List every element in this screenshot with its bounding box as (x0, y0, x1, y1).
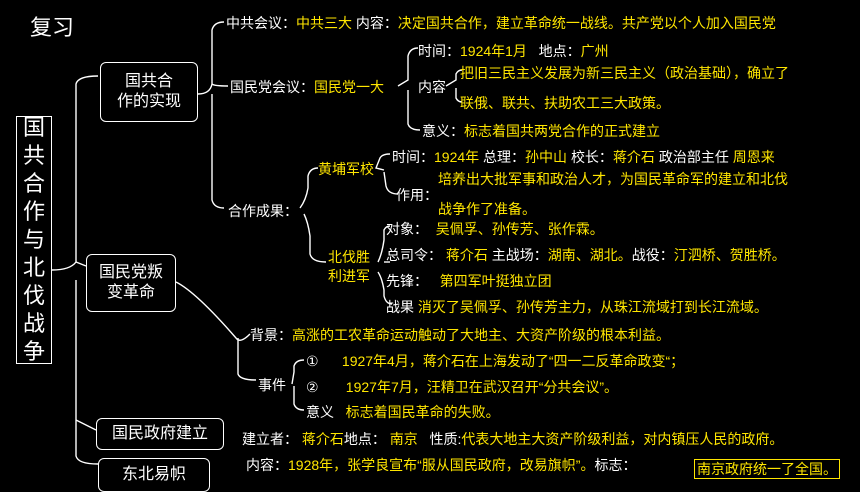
gov-founder: 蒋介石 (301, 431, 344, 447)
kmt-meaning-label: 意义： (422, 123, 464, 139)
main-topic-char: 合 (22, 171, 45, 196)
realization-box: 国共合 作的实现 (100, 62, 198, 122)
event2-num: ② (306, 379, 319, 395)
kmt-content-label: 内容 (418, 79, 446, 95)
expedition-outcome-label: 战果 (386, 299, 414, 315)
main-topic-char: 作 (22, 199, 45, 224)
ccp-value: 中共三大 (296, 15, 352, 31)
expedition-battlefield: 湖南、湖北。 (547, 247, 632, 263)
whampoa-effect-label: 作用： (396, 187, 438, 203)
expedition-target: 吴佩孚、孙传芳、张作霖。 (435, 221, 604, 237)
main-topic-box: 国 共 合 作 与 北 伐 战 争 (16, 115, 52, 364)
gov-place: 南京 (389, 431, 418, 447)
expedition-name: 北伐胜 利进军 (328, 249, 370, 284)
northeast-box: 东北易帜 (98, 458, 210, 492)
kmt-time: 1924年1月 (460, 43, 527, 59)
event2: 1927年7月，汪精卫在武汉召开“分共会议”。 (345, 379, 619, 395)
northeast-sign-label: 标志： (594, 457, 637, 473)
whampoa-time-label: 时间： (392, 149, 434, 165)
kmt-content-line1: 把旧三民主义发展为新三民主义（政治基础），确立了 (460, 65, 789, 81)
betrayal-background-label: 背景： (250, 327, 292, 343)
whampoa-president: 孙中山 (525, 149, 568, 165)
main-topic-char: 共 (22, 143, 45, 168)
ccp-content-label: 内容： (355, 15, 398, 31)
whampoa-principal: 蒋介石 (612, 149, 655, 165)
gov-nature-label: 性质: (429, 431, 462, 447)
kmt-time-label: 时间： (418, 43, 460, 59)
gov-nature: 代表大地主大资产阶级利益，对内镇压人民的政府。 (461, 431, 784, 447)
expedition-commander: 蒋介石 (445, 247, 488, 263)
main-topic-char: 争 (22, 339, 45, 364)
betrayal-events-label: 事件 (258, 377, 286, 393)
betrayal-background: 高涨的工农革命运动触动了大地主、大资产阶级的根本利益。 (292, 327, 670, 343)
betrayal-meaning-label: 意义 (306, 404, 334, 420)
ccp-label: 中共会议： (226, 15, 296, 31)
expedition-battles: 汀泗桥、贺胜桥。 (673, 247, 786, 263)
kmt-content-line2: 联俄、联共、扶助农工三大政策。 (460, 95, 670, 111)
event1: 1927年4月，蒋介石在上海发动了“四一二反革命政变“； (341, 353, 685, 369)
expedition-target-label: 对象： (386, 221, 428, 237)
expedition-vanguard: 第四军叶挺独立团 (439, 273, 552, 289)
event1-num: ① (306, 353, 319, 369)
whampoa-director: 周恩来 (732, 149, 775, 165)
main-topic-char: 国 (22, 115, 45, 140)
expedition-vanguard-label: 先锋： (386, 273, 428, 289)
results-label: 合作成果： (228, 203, 298, 219)
whampoa-president-label: 总理： (483, 149, 526, 165)
northeast-content: 1928年，张学良宣布“服从国民政府，改易旗帜”。 (288, 457, 595, 473)
expedition-outcome: 消灭了吴佩孚、孙传芳主力，从珠江流域打到长江流域。 (417, 299, 768, 315)
whampoa-effect-line1: 培养出大批军事和政治人才，为国民革命军的建立和北伐 (438, 171, 788, 187)
betrayal-box: 国民党叛 变革命 (86, 254, 176, 312)
kmt-meaning: 标志着国共两党合作的正式建立 (464, 123, 660, 139)
whampoa-name: 黄埔军校 (318, 161, 374, 177)
betrayal-meaning: 标志着国民革命的失败。 (345, 404, 500, 420)
expedition-battles-label: 战役： (631, 247, 674, 263)
kmt-value: 国民党一大 (314, 79, 384, 95)
northeast-sign: 南京政府统一了全国。 (694, 459, 840, 479)
main-topic-char: 北 (22, 255, 45, 280)
main-topic-char: 战 (22, 311, 45, 336)
whampoa-director-label: 政治部主任 (658, 149, 729, 165)
kmt-label: 国民党会议： (230, 79, 314, 95)
northeast-content-label: 内容： (246, 457, 288, 473)
page-title: 复习 (30, 15, 75, 40)
kmt-place: 广州 (580, 43, 609, 59)
ccp-content: 决定国共合作，建立革命统一战线。共产党以个人加入国民党 (397, 15, 776, 31)
main-topic-char: 与 (22, 227, 45, 252)
kmt-place-label: 地点： (538, 43, 581, 59)
gov-founder-label: 建立者： (242, 431, 298, 447)
expedition-battlefield-label: 主战场： (491, 247, 548, 263)
expedition-commander-label: 总司令： (386, 247, 442, 263)
whampoa-principal-label: 校长： (570, 149, 613, 165)
main-topic-char: 伐 (22, 283, 45, 308)
government-box: 国民政府建立 (96, 418, 224, 450)
gov-place-label: 地点： (343, 431, 386, 447)
whampoa-effect-line2: 战争作了准备。 (438, 201, 536, 217)
whampoa-time: 1924年 (434, 149, 480, 165)
